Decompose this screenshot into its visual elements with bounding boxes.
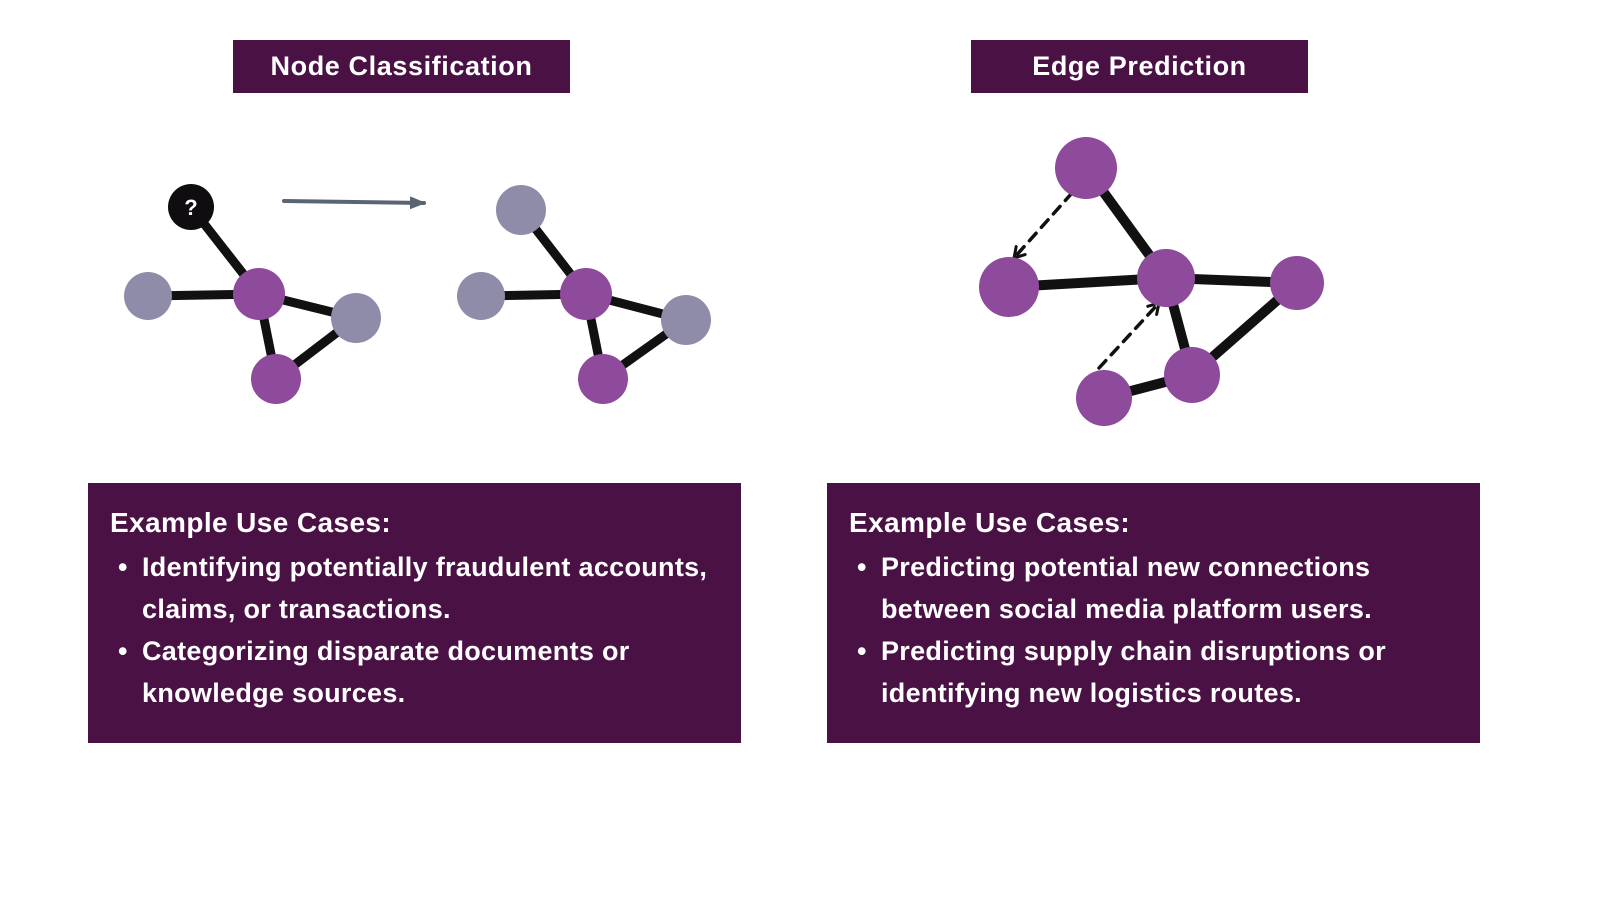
use-cases-heading: Example Use Cases: — [849, 507, 1131, 538]
graph-diagram-canvas: ? — [124, 137, 1324, 426]
use-cases-list: Identifying potentially fraudulent accou… — [110, 547, 719, 714]
node-classification-graph-after-node — [661, 295, 711, 345]
edge-prediction-banner: Edge Prediction — [971, 40, 1308, 93]
unknown-node-label: ? — [184, 195, 197, 220]
edge-prediction-use-cases-box: Example Use Cases: Predicting potential … — [827, 483, 1480, 743]
edge-prediction-graph — [979, 137, 1324, 426]
node-classification-graph-before-node — [251, 354, 301, 404]
node-classification-graph-after — [457, 185, 711, 404]
node-classification-graph-before-node — [124, 272, 172, 320]
node-classification-graph-before-node — [233, 268, 285, 320]
node-classification-graph-after-node — [578, 354, 628, 404]
node-classification-graph-before-node — [168, 184, 214, 230]
use-case-bullet: Categorizing disparate documents or know… — [110, 631, 719, 715]
predicted-edge-dashed-arrow — [1012, 191, 1074, 260]
edge-prediction-graph-node — [1076, 370, 1132, 426]
use-case-bullet: Identifying potentially fraudulent accou… — [110, 547, 719, 631]
edge-prediction-graph-node — [1137, 249, 1195, 307]
node-classification-graph-after-node — [457, 272, 505, 320]
node-classification-graph-before-node — [331, 293, 381, 343]
use-cases-heading: Example Use Cases: — [110, 507, 392, 538]
node-classification-title: Node Classification — [270, 51, 533, 81]
node-classification-graph-after-node — [496, 185, 546, 235]
edge-prediction-graph-node — [1055, 137, 1117, 199]
use-case-bullet: Predicting supply chain disruptions or i… — [849, 631, 1458, 715]
edge-prediction-title: Edge Prediction — [1032, 51, 1247, 81]
node-classification-graph-after-node — [560, 268, 612, 320]
node-classification-banner: Node Classification — [233, 40, 570, 93]
node-classification-use-cases-box: Example Use Cases: Identifying potential… — [88, 483, 741, 743]
edge-prediction-graph-node — [1270, 256, 1324, 310]
node-classification-graph-before: ? — [124, 184, 381, 404]
transform-arrow — [282, 196, 426, 210]
use-case-bullet: Predicting potential new connections bet… — [849, 547, 1458, 631]
edge-prediction-graph-node — [1164, 347, 1220, 403]
edge-prediction-graph-node — [979, 257, 1039, 317]
use-cases-list: Predicting potential new connections bet… — [849, 547, 1458, 714]
predicted-edge-dashed-arrow — [1097, 301, 1161, 370]
